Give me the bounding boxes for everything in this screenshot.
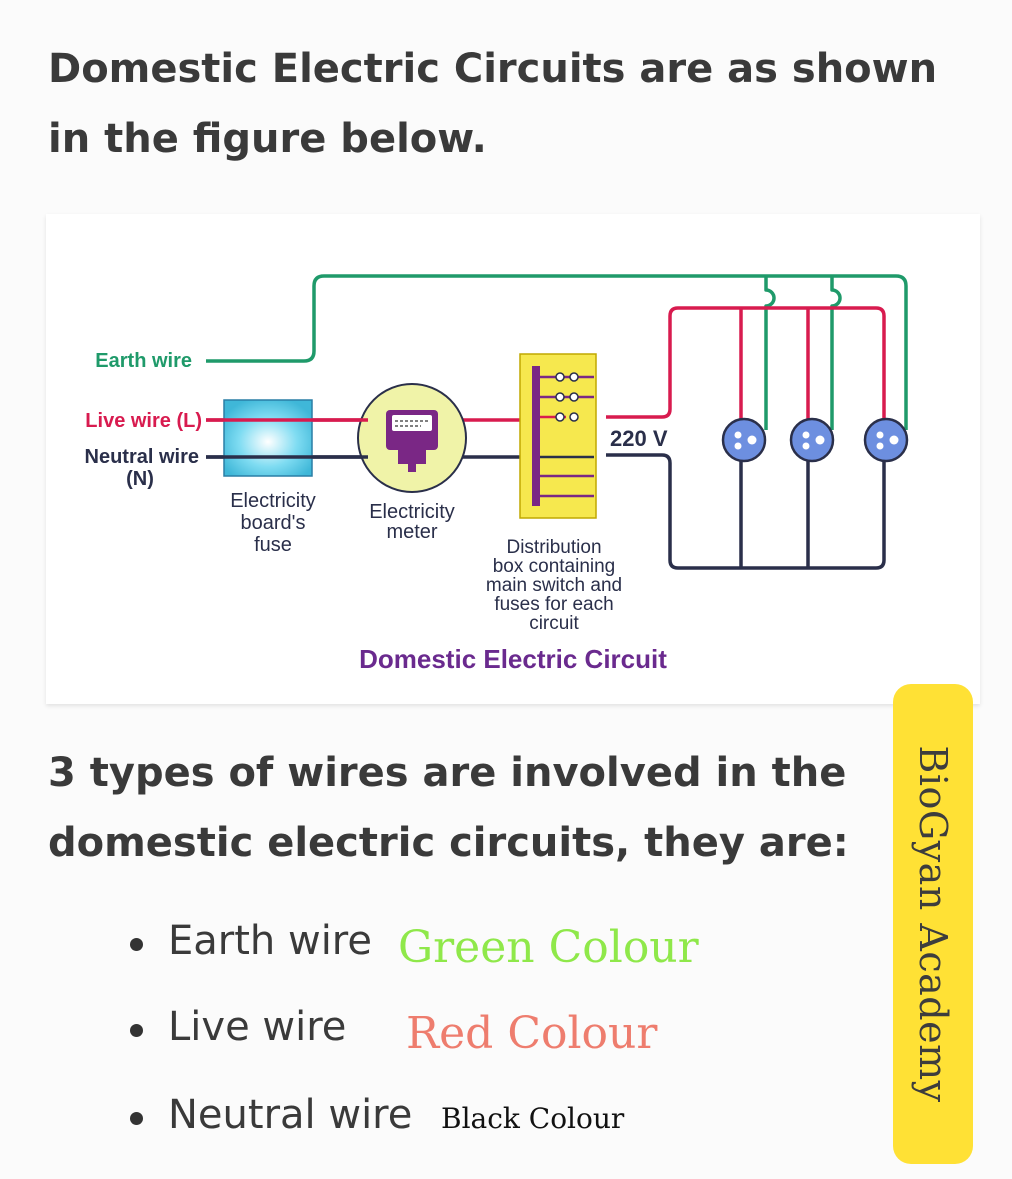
- fuse-label-3: fuse: [254, 534, 292, 556]
- neutral-wire-label-n: (N): [126, 468, 154, 490]
- meter-label-2: meter: [386, 521, 437, 543]
- bullet-icon: [130, 938, 143, 951]
- circuit-diagram-card: Earth wire Live wire (L) Neutral wire (N…: [46, 214, 980, 704]
- electricity-meter: [357, 383, 467, 493]
- distribution-label-3: main switch and: [486, 575, 622, 596]
- socket-2: [789, 417, 835, 463]
- brand-name: BioGyan Academy: [911, 745, 955, 1103]
- live-wire-label: Live wire (L): [85, 410, 202, 432]
- wire-name: Live wire: [168, 1004, 347, 1050]
- brand-badge: BioGyan Academy: [893, 684, 973, 1164]
- electricity-board-fuse: [223, 399, 313, 477]
- intro-text: Domestic Electric Circuits are as shown …: [48, 46, 938, 162]
- distribution-label-1: Distribution: [506, 537, 601, 558]
- diagram-caption: Domestic Electric Circuit: [359, 644, 667, 674]
- bullet-icon: [130, 1024, 143, 1037]
- bullet-icon: [130, 1112, 143, 1125]
- wire-name: Neutral wire: [168, 1092, 413, 1138]
- socket-1: [721, 417, 767, 463]
- earth-wire: [206, 274, 908, 430]
- voltage-label: 220 V: [610, 426, 668, 451]
- domestic-circuit-diagram: Earth wire Live wire (L) Neutral wire (N…: [85, 274, 909, 674]
- wire-colour: Green Colour: [398, 922, 699, 973]
- meter-label-1: Electricity: [369, 501, 455, 523]
- wire-colour: Red Colour: [406, 1008, 658, 1059]
- wire-types-intro: 3 types of wires are involved in the dom…: [48, 750, 849, 866]
- socket-3: [863, 417, 909, 463]
- fuse-label-2: board's: [241, 512, 306, 534]
- wire-colour: Black Colour: [441, 1102, 625, 1135]
- earth-wire-label: Earth wire: [95, 350, 192, 372]
- wire-name: Earth wire: [168, 918, 372, 964]
- neutral-wire-label: Neutral wire: [85, 446, 199, 468]
- distribution-box: [519, 353, 597, 519]
- distribution-label-4: fuses for each: [494, 594, 613, 615]
- fuse-label-1: Electricity: [230, 490, 316, 512]
- distribution-label-5: circuit: [529, 613, 579, 634]
- distribution-label-2: box containing: [493, 556, 616, 577]
